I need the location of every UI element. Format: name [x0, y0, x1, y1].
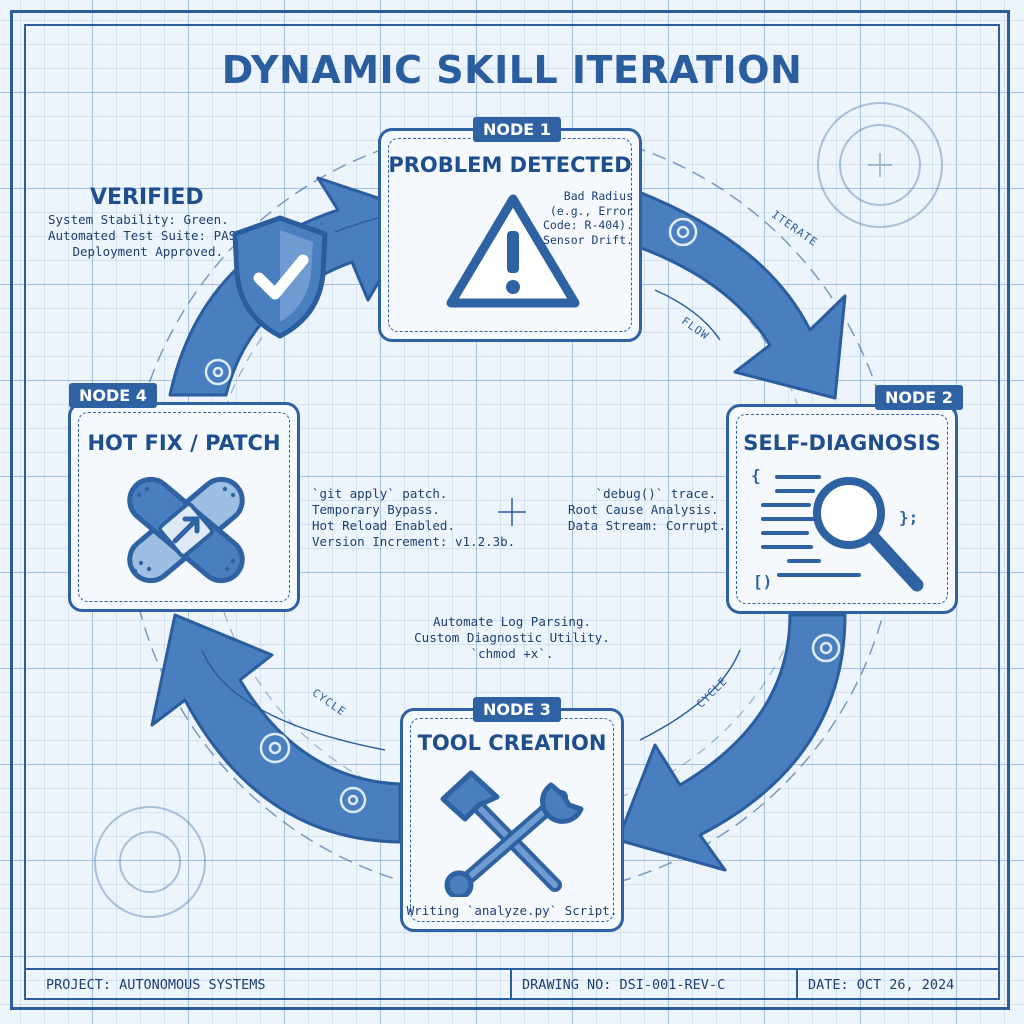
- footer-project: PROJECT: AUTONOMOUS SYSTEMS: [46, 977, 266, 993]
- note-line: Version Increment: v1.2.3b.: [312, 534, 516, 549]
- svg-text:{: {: [751, 466, 761, 485]
- node3-details: Automate Log Parsing. Custom Diagnostic …: [402, 614, 622, 662]
- hammer-wrench-icon: [440, 770, 584, 897]
- verified-line: Deployment Approved.: [72, 244, 223, 259]
- note-line: `git apply` patch.: [312, 486, 448, 501]
- node-title: PROBLEM DETECTED: [388, 153, 632, 177]
- verified-details: System Stability: Green. Automated Test …: [48, 212, 252, 260]
- warning-triangle-icon: [446, 194, 580, 308]
- node-self-diagnosis: NODE 2 SELF-DIAGNOSIS { }; [): [726, 385, 963, 614]
- node-tag: NODE 4: [69, 383, 157, 408]
- node-tool-creation: NODE 3 TOOL CREATION Writing `analyze.py…: [400, 697, 624, 932]
- inner-frame: [24, 24, 1000, 1000]
- cycle-arrow-cycle-right: [616, 613, 847, 872]
- magnifier-code-icon: { }; [): [751, 466, 924, 592]
- center-crosshair-icon: [498, 498, 526, 526]
- note-line: Code: R-404).: [543, 218, 634, 233]
- outer-frame: [10, 10, 1010, 1010]
- page-title: DYNAMIC SKILL ITERATION: [221, 48, 803, 92]
- note-line: Bad Radius: [563, 189, 634, 203]
- node-title: SELF-DIAGNOSIS: [743, 431, 941, 455]
- footer-date: DATE: OCT 26, 2024: [808, 977, 955, 993]
- footer-drawing-number: DRAWING NO: DSI-001-REV-C: [522, 977, 726, 993]
- verified-title: VERIFIED: [90, 185, 204, 210]
- node-title: HOT FIX / PATCH: [87, 431, 281, 455]
- node-hot-fix-patch: NODE 4 HOT FIX / PATCH: [68, 383, 300, 612]
- note-line: `chmod +x`.: [470, 646, 554, 661]
- node-title: TOOL CREATION: [417, 731, 607, 755]
- note-line: Automate Log Parsing.: [432, 614, 592, 629]
- note-line: Sensor Drift.: [543, 233, 634, 248]
- node2-details: `debug()` trace. Root Cause Analysis. Da…: [568, 486, 727, 534]
- note-line: Root Cause Analysis.: [568, 502, 719, 517]
- note-line: `debug()` trace.: [595, 486, 716, 501]
- note-line: Temporary Bypass.: [312, 502, 440, 517]
- gear-outline-icon: [94, 806, 206, 918]
- node1-note: Bad Radius (e.g., Error Code: R-404). Se…: [543, 189, 633, 248]
- svg-text:};: };: [899, 508, 918, 527]
- note-line: Custom Diagnostic Utility.: [414, 630, 610, 645]
- shield-check-icon: [232, 215, 328, 339]
- node-problem-detected: NODE 1 PROBLEM DETECTED Bad Radius (e.g.…: [378, 117, 642, 342]
- note-line: (e.g., Error: [549, 203, 634, 218]
- verified-line: System Stability: Green.: [48, 212, 229, 227]
- node-tag: NODE 3: [473, 697, 561, 722]
- verified-line: Automated Test Suite: PASS.: [48, 228, 252, 243]
- bandage-patch-icon: [127, 476, 245, 584]
- node3-caption: Writing `analyze.py` Script.: [406, 903, 618, 918]
- cycle-arrow-iterate: [588, 176, 847, 400]
- note-line: Hot Reload Enabled.: [312, 518, 455, 533]
- note-line: Data Stream: Corrupt.: [568, 518, 727, 533]
- title-block-footer: PROJECT: AUTONOMOUS SYSTEMS DRAWING NO: …: [24, 968, 1000, 1000]
- footer-divider: [510, 970, 512, 1000]
- node-tag: NODE 2: [875, 385, 963, 410]
- node4-details: `git apply` patch. Temporary Bypass. Hot…: [312, 486, 515, 550]
- svg-text:[): [): [753, 572, 772, 591]
- node-tag: NODE 1: [473, 117, 561, 142]
- footer-divider: [796, 970, 798, 1000]
- gear-outline-icon: [817, 102, 943, 228]
- gear-icon: [204, 217, 841, 814]
